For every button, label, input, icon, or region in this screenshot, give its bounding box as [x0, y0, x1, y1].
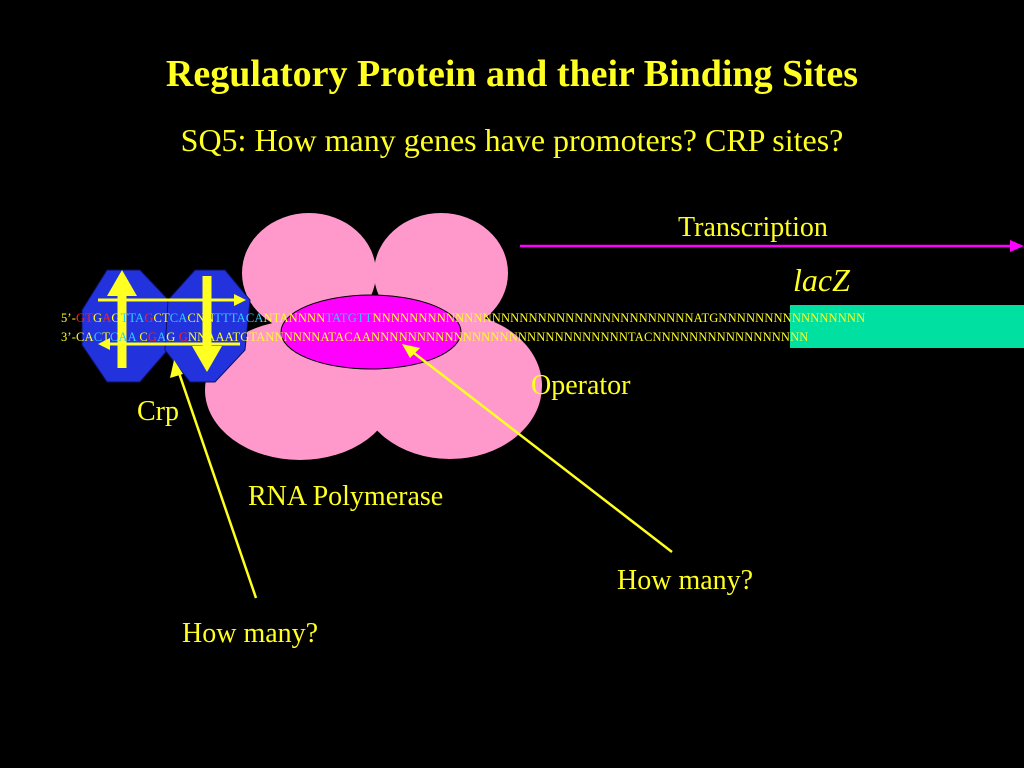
dna-segment: G: [111, 311, 121, 325]
dna-segment: NNAAATGTANNNNNNATACAANNNNNNNNNNNNNNNNNNN…: [187, 330, 809, 344]
dna-segment: G: [147, 330, 158, 344]
dna-segment: TTA: [120, 311, 145, 325]
crp-label: Crp: [137, 396, 179, 427]
lacz-gene-label: lacZ: [793, 262, 850, 298]
crp-right-arrow-head: [234, 294, 246, 306]
how-many-operator-label: How many?: [617, 565, 754, 596]
slide-subtitle: SQ5: How many genes have promoters? CRP …: [180, 122, 844, 158]
pointer-line-right: [409, 349, 673, 553]
dna-segment: CAA: [110, 330, 137, 344]
crp-up-arrow-head: [107, 270, 137, 296]
dna-segment: CNN: [187, 311, 215, 325]
dna-bottom-strand: 3’-CACTCAA CGAG GNNAAATGTANNNNNNATACAANN…: [61, 330, 808, 345]
lacz-gene-box: [790, 305, 1024, 348]
transcription-label: Transcription: [678, 212, 828, 243]
dna-segment: G: [178, 330, 188, 344]
transcription-arrow-head: [1010, 240, 1024, 252]
dna-segment: TTTACA: [214, 311, 264, 325]
dna-segment: C: [93, 330, 103, 344]
operator-label: Operator: [531, 370, 631, 401]
dna-segment: NNNNNNNNNNNNNNNNNNNNNNNNNNNNNNNNNNNATGNN…: [372, 311, 866, 325]
pointer-line-left: [176, 369, 258, 599]
how-many-crp-label: How many?: [182, 618, 319, 649]
pointer-head-left: [170, 360, 183, 378]
dna-top-strand: 5’-GTGAGTTAGCTCACNNTTTACANTANNNNTATGTTNN…: [61, 311, 865, 326]
dna-segment: CA: [169, 311, 188, 325]
crp-protein-shape: [81, 269, 251, 383]
dna-segment: CT: [153, 311, 170, 325]
dna-segment: NTANNNN: [263, 311, 326, 325]
dna-segment: 3’-CA: [61, 330, 94, 344]
dna-segment: 5’-: [61, 311, 77, 325]
pointer-head-right: [402, 344, 420, 358]
dna-segment: A: [102, 311, 112, 325]
crp-down-arrow-head: [192, 346, 222, 372]
dna-segment: TATGTT: [325, 311, 373, 325]
dna-segment: G: [166, 330, 176, 344]
dna-segment: T: [102, 330, 110, 344]
slide-title: Regulatory Protein and their Binding Sit…: [165, 53, 859, 95]
rna-polymerase-label: RNA Polymerase: [248, 481, 444, 512]
dna-segment: G: [93, 311, 103, 325]
dna-segment: C: [136, 330, 148, 344]
dna-segment: G: [144, 311, 154, 325]
crp-left-octagon: [81, 269, 179, 383]
crp-left-arrow-head: [98, 338, 110, 350]
dna-segment: GT: [76, 311, 93, 325]
dna-segment: A: [157, 330, 167, 344]
